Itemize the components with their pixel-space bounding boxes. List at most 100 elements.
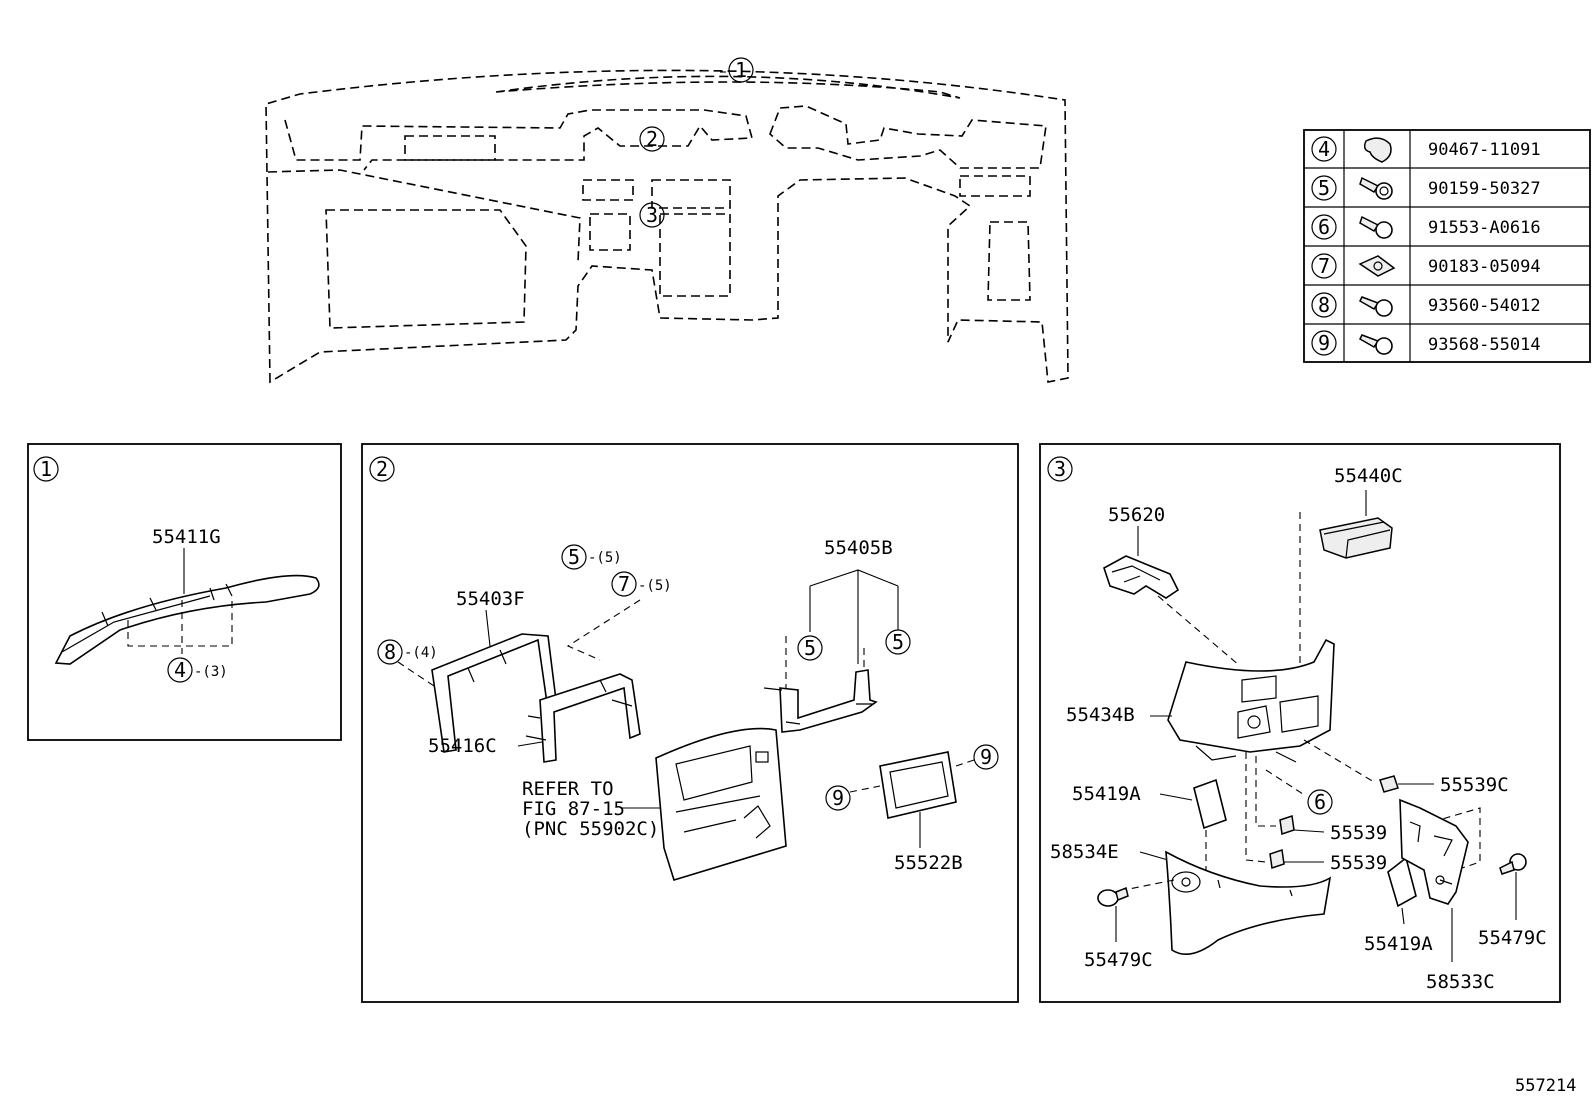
panel-3: 3 <box>1039 443 1561 1003</box>
svg-text:2: 2 <box>376 457 388 481</box>
bezel-frame-part <box>879 751 957 819</box>
dashboard-overview <box>265 69 1069 384</box>
svg-text:93568-55014: 93568-55014 <box>1428 335 1541 355</box>
part-label: 55479C <box>1084 949 1153 971</box>
screw-part <box>1499 853 1527 875</box>
overview-callout-3: 3 <box>639 202 665 228</box>
svg-text:8: 8 <box>1318 293 1330 317</box>
svg-text:5: 5 <box>568 545 580 569</box>
svg-text:90467-11091: 90467-11091 <box>1428 140 1541 160</box>
svg-text:7: 7 <box>618 572 630 596</box>
part-label: 55411G <box>152 526 221 548</box>
part-label: 55522B <box>894 852 963 874</box>
part-label: 55539 <box>1330 822 1387 844</box>
callout-9: 9 <box>825 785 851 811</box>
svg-text:9: 9 <box>980 745 992 769</box>
cover-pad-part <box>1387 856 1417 908</box>
svg-text:4: 4 <box>174 658 186 682</box>
svg-text:-(5): -(5) <box>638 578 672 594</box>
svg-text:4: 4 <box>1318 137 1330 161</box>
svg-text:9: 9 <box>1318 331 1330 355</box>
svg-text:5: 5 <box>804 636 816 660</box>
side-panel-right-part <box>1399 798 1469 905</box>
fastener-row: 6 91553-A0616 <box>1311 214 1541 240</box>
callout-6: 6 <box>1307 789 1333 815</box>
tapping-screw-icon <box>1359 334 1393 355</box>
part-label: 55403F <box>456 588 525 610</box>
fastener-row: 9 93568-55014 <box>1311 330 1541 356</box>
fastener-row: 8 93560-54012 <box>1311 292 1541 318</box>
part-label: 55620 <box>1108 504 1165 526</box>
refer-line: REFER TO <box>522 778 614 800</box>
figure-id: 557214 <box>1515 1076 1576 1096</box>
clip-icon <box>1363 137 1392 163</box>
callout-8: 8 -(4) <box>377 639 438 665</box>
svg-text:1: 1 <box>735 58 747 82</box>
radio-bracket-part <box>763 669 878 733</box>
center-lower-cluster-part <box>1167 638 1335 763</box>
overview-callout-2: 2 <box>639 126 665 152</box>
part-label: 55539C <box>1440 774 1509 796</box>
clip-part <box>1269 849 1285 869</box>
callout-5: 5 <box>797 635 823 661</box>
clip-part <box>1279 815 1295 835</box>
tapping-screw-icon <box>1359 296 1393 317</box>
nut-clip-icon <box>1358 255 1396 277</box>
part-label: 55416C <box>428 735 497 757</box>
svg-text:90183-05094: 90183-05094 <box>1428 257 1541 277</box>
panel-2: 2 <box>361 443 1019 1003</box>
svg-text:90159-50327: 90159-50327 <box>1428 179 1541 199</box>
svg-text:93560-54012: 93560-54012 <box>1428 296 1541 316</box>
cover-pad-part <box>1193 778 1227 830</box>
part-label: 55419A <box>1364 933 1433 955</box>
switch-bracket-part <box>1103 555 1180 599</box>
svg-text:3: 3 <box>1054 457 1066 481</box>
part-label: 55419A <box>1072 783 1141 805</box>
defroster-nozzle-part <box>54 574 320 665</box>
part-label: 55539 <box>1330 852 1387 874</box>
overview-callout-1: 1 <box>728 57 754 83</box>
panel-1: 1 <box>27 443 342 741</box>
center-cluster-finish-panel-part <box>655 727 787 881</box>
screw-washer-icon <box>1359 215 1393 239</box>
fastener-row: 4 90467-11091 <box>1311 136 1541 163</box>
fastener-table <box>1303 129 1591 363</box>
svg-text:9: 9 <box>832 786 844 810</box>
svg-text:6: 6 <box>1318 215 1330 239</box>
part-label: 58533C <box>1426 971 1495 993</box>
svg-text:2: 2 <box>646 127 658 151</box>
part-label: 55479C <box>1478 927 1547 949</box>
callout-5: 5 -(5) <box>561 544 622 570</box>
svg-text:91553-A0616: 91553-A0616 <box>1428 218 1541 238</box>
part-label: 58534E <box>1050 841 1119 863</box>
svg-text:5: 5 <box>1318 176 1330 200</box>
part-label: 55440C <box>1334 465 1403 487</box>
svg-text:6: 6 <box>1314 790 1326 814</box>
svg-text:3: 3 <box>646 203 658 227</box>
callout-5: 5 <box>885 629 911 655</box>
svg-text:7: 7 <box>1318 254 1330 278</box>
svg-text:-(4): -(4) <box>404 645 438 661</box>
side-panel-lower-part <box>1165 850 1332 956</box>
center-cluster-upper-finish-part <box>431 633 557 753</box>
cap-part <box>1379 775 1399 793</box>
part-label: 55434B <box>1066 704 1135 726</box>
fastener-row: 5 90159-50327 <box>1311 175 1541 201</box>
svg-text:8: 8 <box>384 640 396 664</box>
bolt-washer-icon <box>1359 176 1393 200</box>
refer-line: FIG 87-15 <box>522 798 625 820</box>
callout-7: 7 -(5) <box>611 571 672 597</box>
svg-text:-(3): -(3) <box>194 664 228 680</box>
fastener-row: 7 90183-05094 <box>1311 253 1541 279</box>
callout-9: 9 <box>973 744 999 770</box>
center-cluster-bracket-part <box>525 673 641 763</box>
ashtray-part <box>1319 517 1393 559</box>
part-label: 55405B <box>824 537 893 559</box>
screw-part <box>1097 886 1129 907</box>
callout-4: 4 -(3) <box>167 657 228 683</box>
svg-text:5: 5 <box>892 630 904 654</box>
svg-text:1: 1 <box>40 457 52 481</box>
svg-text:-(5): -(5) <box>588 550 622 566</box>
refer-line: (PNC 55902C) <box>522 818 659 840</box>
